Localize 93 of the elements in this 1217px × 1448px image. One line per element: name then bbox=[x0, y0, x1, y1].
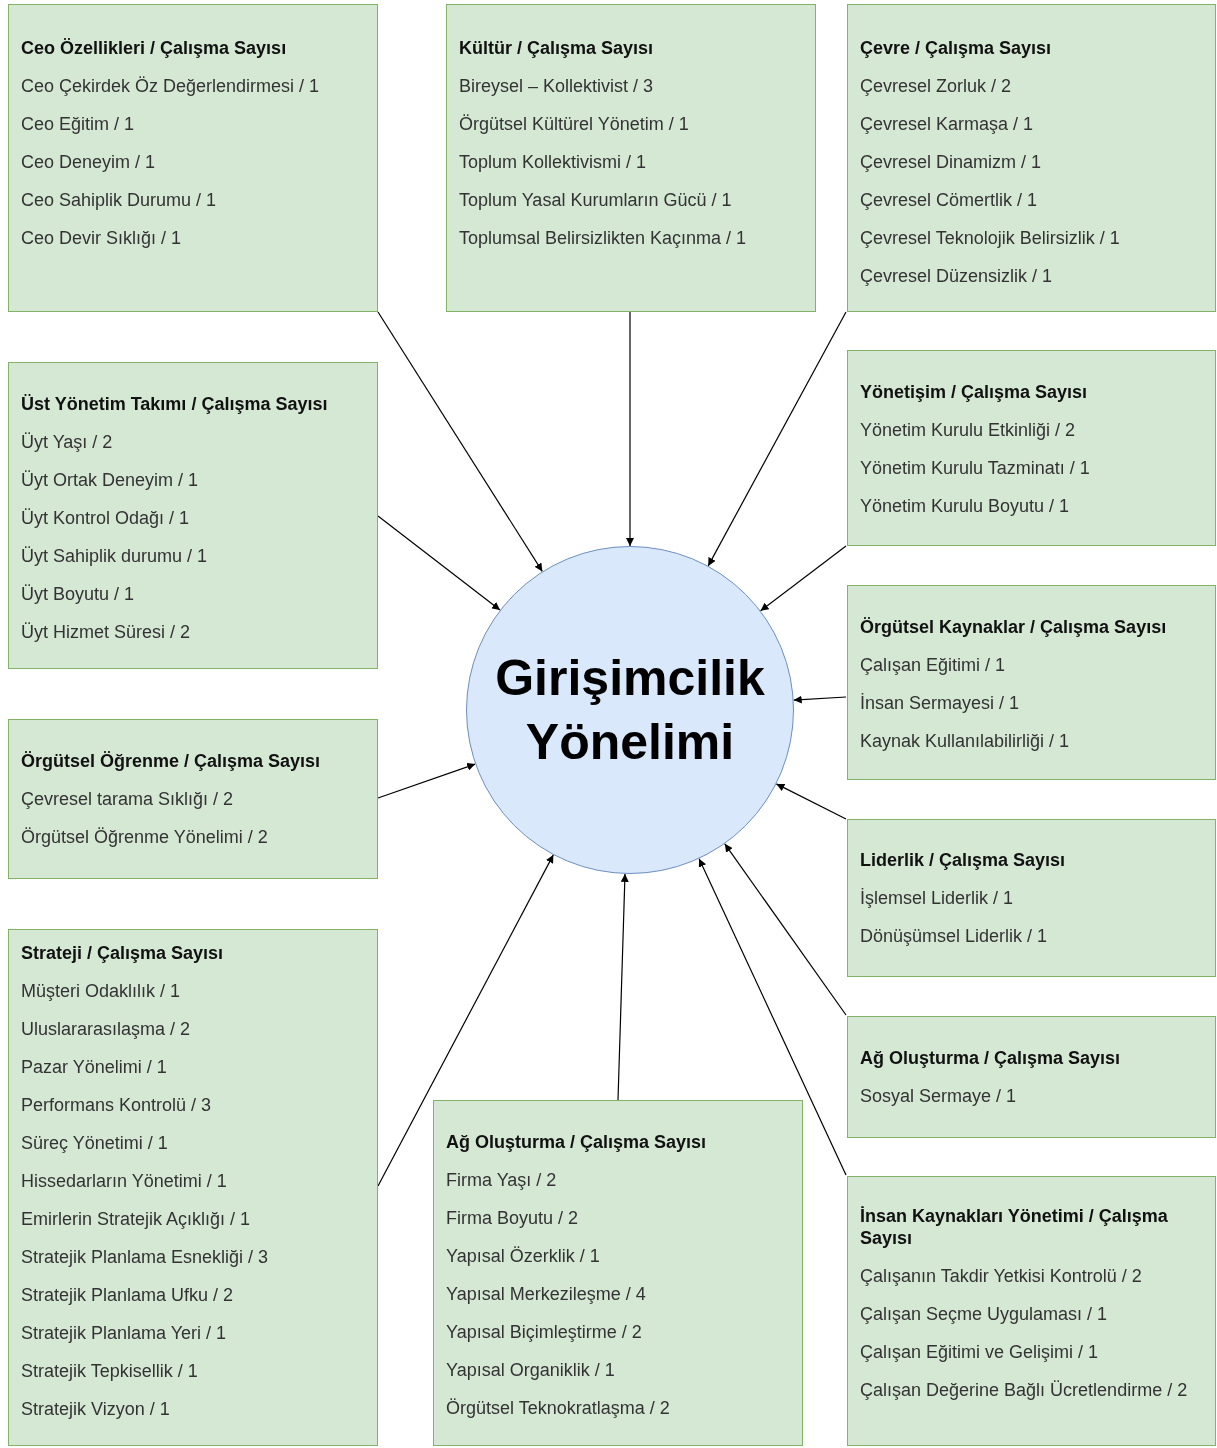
list-item: Üyt Ortak Deneyim / 1 bbox=[21, 469, 200, 491]
list-item: Performans Kontrolü / 3 bbox=[21, 1094, 213, 1116]
category-box bbox=[847, 819, 1216, 977]
box-heading: Örgütsel Öğrenme / Çalışma Sayısı bbox=[21, 750, 322, 772]
list-item: Kaynak Kullanılabilirliği / 1 bbox=[860, 730, 1071, 752]
list-item: Yapısal Biçimleştirme / 2 bbox=[446, 1321, 643, 1343]
box-heading: Çevre / Çalışma Sayısı bbox=[860, 37, 1053, 59]
list-item: Toplumsal Belirsizlikten Kaçınma / 1 bbox=[459, 227, 748, 249]
list-item: İnsan Sermayesi / 1 bbox=[860, 692, 1021, 714]
box-heading: Örgütsel Kaynaklar / Çalışma Sayısı bbox=[860, 616, 1168, 638]
box-heading: Liderlik / Çalışma Sayısı bbox=[860, 849, 1067, 871]
list-item: Pazar Yönelimi / 1 bbox=[21, 1056, 168, 1078]
category-box bbox=[847, 1176, 1216, 1446]
category-box bbox=[847, 1016, 1216, 1138]
category-box bbox=[8, 719, 378, 879]
category-box bbox=[8, 929, 378, 1446]
box-heading: Strateji / Çalışma Sayısı bbox=[21, 942, 225, 964]
list-item: Stratejik Planlama Esnekliği / 3 bbox=[21, 1246, 270, 1268]
list-item: Sosyal Sermaye / 1 bbox=[860, 1085, 1018, 1107]
list-item: Ceo Çekirdek Öz Değerlendirmesi / 1 bbox=[21, 75, 321, 97]
list-item: Ceo Sahiplik Durumu / 1 bbox=[21, 189, 218, 211]
list-item: Firma Boyutu / 2 bbox=[446, 1207, 580, 1229]
list-item: Üyt Hizmet Süresi / 2 bbox=[21, 621, 192, 643]
list-item: Bireysel – Kollektivist / 3 bbox=[459, 75, 655, 97]
list-item: Ceo Deneyim / 1 bbox=[21, 151, 157, 173]
category-box bbox=[847, 350, 1216, 546]
arrow bbox=[377, 762, 476, 799]
list-item: Çevresel Dinamizm / 1 bbox=[860, 151, 1043, 173]
list-item: Toplum Kollektivismi / 1 bbox=[459, 151, 648, 173]
list-item: Hissedarların Yönetimi / 1 bbox=[21, 1170, 228, 1192]
list-item: Çalışan Eğitimi / 1 bbox=[860, 654, 1007, 676]
category-box bbox=[8, 362, 378, 669]
list-item: Müşteri Odaklılık / 1 bbox=[21, 980, 182, 1002]
list-item: Çevresel Zorluk / 2 bbox=[860, 75, 1013, 97]
category-box bbox=[8, 4, 378, 312]
category-box bbox=[433, 1100, 803, 1446]
list-item: Yapısal Merkezileşme / 4 bbox=[446, 1283, 647, 1305]
list-item: Çalışan Seçme Uygulaması / 1 bbox=[860, 1303, 1109, 1325]
arrow bbox=[626, 311, 634, 547]
list-item: Çevresel Teknolojik Belirsizlik / 1 bbox=[860, 227, 1121, 249]
box-heading: Kültür / Çalışma Sayısı bbox=[459, 37, 655, 59]
list-item: Üyt Yaşı / 2 bbox=[21, 431, 114, 453]
arrow bbox=[775, 783, 847, 820]
box-heading: İnsan Kaynakları Yönetimi / Çalışma Sayısı bbox=[860, 1205, 1169, 1249]
arrow bbox=[793, 695, 847, 704]
list-item: Örgütsel Öğrenme Yönelimi / 2 bbox=[21, 826, 269, 848]
list-item: Toplum Yasal Kurumların Gücü / 1 bbox=[459, 189, 733, 211]
list-item: Çalışanın Takdir Yetkisi Kontrolü / 2 bbox=[860, 1265, 1143, 1287]
list-item: Yönetim Kurulu Tazminatı / 1 bbox=[860, 457, 1091, 479]
arrow bbox=[698, 858, 847, 1176]
list-item: Çevresel Düzensizlik / 1 bbox=[860, 265, 1054, 287]
arrow bbox=[707, 311, 847, 567]
arrow bbox=[724, 843, 847, 1016]
list-item: Ceo Devir Sıklığı / 1 bbox=[21, 227, 183, 249]
list-item: Üyt Sahiplik durumu / 1 bbox=[21, 545, 209, 567]
list-item: Örgütsel Teknokratlaşma / 2 bbox=[446, 1397, 671, 1419]
box-heading: Ağ Oluşturma / Çalışma Sayısı bbox=[446, 1131, 708, 1153]
box-heading: Ağ Oluşturma / Çalışma Sayısı bbox=[860, 1047, 1122, 1069]
arrow bbox=[760, 545, 847, 612]
list-item: Çevresel Karmaşa / 1 bbox=[860, 113, 1035, 135]
list-item: Örgütsel Kültürel Yönetim / 1 bbox=[459, 113, 690, 135]
list-item: Üyt Kontrol Odağı / 1 bbox=[21, 507, 191, 529]
list-item: Emirlerin Stratejik Açıklığı / 1 bbox=[21, 1208, 252, 1230]
list-item: Çevresel Cömertlik / 1 bbox=[860, 189, 1039, 211]
list-item: Çevresel tarama Sıklığı / 2 bbox=[21, 788, 235, 810]
list-item: İşlemsel Liderlik / 1 bbox=[860, 887, 1015, 909]
list-item: Çalışan Eğitimi ve Gelişimi / 1 bbox=[860, 1341, 1100, 1363]
list-item: Uluslararasılaşma / 2 bbox=[21, 1018, 192, 1040]
list-item: Stratejik Vizyon / 1 bbox=[21, 1398, 171, 1420]
list-item: Süreç Yönetimi / 1 bbox=[21, 1132, 169, 1154]
arrow bbox=[377, 311, 543, 572]
list-item: Yapısal Özerklik / 1 bbox=[446, 1245, 601, 1267]
list-item: Üyt Boyutu / 1 bbox=[21, 583, 136, 605]
list-item: Stratejik Planlama Yeri / 1 bbox=[21, 1322, 228, 1344]
center-title: Girişimcilik Yönelimi bbox=[494, 649, 766, 772]
box-heading: Yönetişim / Çalışma Sayısı bbox=[860, 381, 1089, 403]
list-item: Yönetim Kurulu Boyutu / 1 bbox=[860, 495, 1071, 517]
list-item: Stratejik Planlama Ufku / 2 bbox=[21, 1284, 235, 1306]
category-box bbox=[446, 4, 816, 312]
box-heading: Üst Yönetim Takımı / Çalışma Sayısı bbox=[21, 393, 329, 415]
list-item: Firma Yaşı / 2 bbox=[446, 1169, 558, 1191]
list-item: Yönetim Kurulu Etkinliği / 2 bbox=[860, 419, 1077, 441]
list-item: Çalışan Değerine Bağlı Ücretlendirme / 2 bbox=[860, 1379, 1189, 1401]
arrow bbox=[377, 515, 501, 611]
category-box bbox=[847, 4, 1216, 312]
box-heading: Ceo Özellikleri / Çalışma Sayısı bbox=[21, 37, 288, 59]
list-item: Dönüşümsel Liderlik / 1 bbox=[860, 925, 1049, 947]
arrow bbox=[377, 854, 554, 1187]
list-item: Ceo Eğitim / 1 bbox=[21, 113, 136, 135]
list-item: Stratejik Tepkisellik / 1 bbox=[21, 1360, 199, 1382]
list-item: Yapısal Organiklik / 1 bbox=[446, 1359, 616, 1381]
arrow bbox=[617, 873, 629, 1101]
category-box bbox=[847, 585, 1216, 780]
